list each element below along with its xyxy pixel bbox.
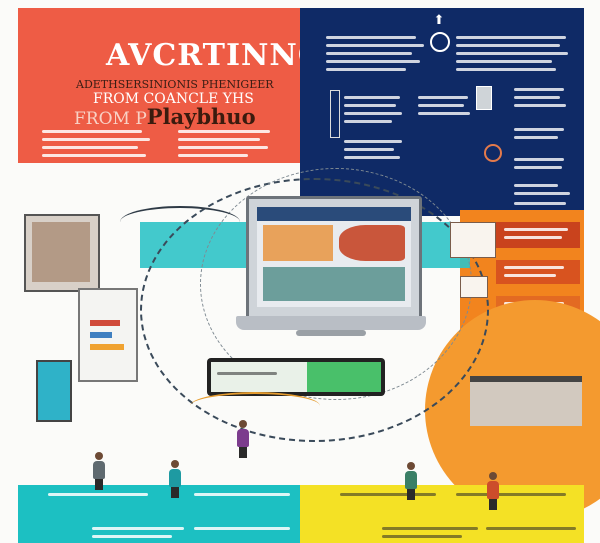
body-text-scribble xyxy=(326,44,424,47)
body-text-scribble xyxy=(514,202,566,205)
body-text-scribble xyxy=(514,128,564,131)
body-text-scribble xyxy=(344,140,402,143)
body-text-scribble xyxy=(514,136,558,139)
header-panel-orange: AVCRTINNG ADETHSERSINIONIS PHENIGEER FRO… xyxy=(18,8,323,163)
person-icon xyxy=(404,462,418,500)
ring-icon xyxy=(430,32,450,52)
person-icon xyxy=(236,420,250,458)
brand-word: Playbhuo xyxy=(146,104,256,129)
body-text-scribble xyxy=(418,112,470,115)
body-text-scribble xyxy=(456,60,552,63)
body-text-scribble xyxy=(504,236,562,239)
body-text-scribble xyxy=(514,88,564,91)
body-text-scribble xyxy=(514,184,558,187)
body-text-scribble xyxy=(42,138,150,141)
footer-panel-teal xyxy=(18,485,308,543)
body-text-scribble xyxy=(178,130,270,133)
body-text-scribble xyxy=(456,36,566,39)
monitor-screen xyxy=(257,207,411,307)
tablet-image xyxy=(307,362,381,392)
body-text-scribble xyxy=(456,493,566,496)
person-icon xyxy=(168,460,182,498)
body-text-scribble xyxy=(382,527,478,530)
body-text-scribble xyxy=(514,96,560,99)
body-text-scribble xyxy=(194,527,290,530)
screen-image xyxy=(263,225,333,261)
body-text-scribble xyxy=(504,228,568,231)
body-text-scribble xyxy=(418,96,468,99)
body-text-scribble xyxy=(486,527,576,530)
screen-bar xyxy=(257,207,411,221)
chart-board-illustration xyxy=(78,288,138,382)
body-text-scribble xyxy=(48,493,148,496)
body-text-scribble xyxy=(92,527,184,530)
doodle-arc xyxy=(190,392,320,420)
poster-subtitle-line2: FROM COANCLE YHS xyxy=(93,91,254,107)
brand-prefix: FROM P xyxy=(74,109,147,129)
billboard-icon xyxy=(24,214,100,292)
billboard-image xyxy=(32,222,90,282)
monitor-icon xyxy=(246,196,422,322)
body-text-scribble xyxy=(340,493,436,496)
footer-panel-yellow xyxy=(300,485,584,543)
body-text-scribble xyxy=(326,60,420,63)
storefront-illustration xyxy=(470,376,582,426)
body-text-scribble xyxy=(514,192,570,195)
body-text-scribble xyxy=(326,36,416,39)
body-text-scribble xyxy=(178,138,260,141)
body-text-scribble xyxy=(42,130,142,133)
board-bar xyxy=(90,320,120,326)
arrow-up-icon: ⬆ xyxy=(433,13,445,28)
body-text-scribble xyxy=(456,68,556,71)
body-text-scribble xyxy=(344,156,400,159)
body-text-scribble xyxy=(178,146,268,149)
body-text-scribble xyxy=(42,146,138,149)
laptop-base xyxy=(236,316,426,330)
board-bar xyxy=(90,332,112,338)
body-text-scribble xyxy=(42,154,146,157)
person-icon xyxy=(486,472,500,510)
board-bar xyxy=(90,344,124,350)
body-text-scribble xyxy=(504,274,556,277)
body-text-scribble xyxy=(344,148,394,151)
tablet-icon xyxy=(207,358,385,396)
body-text-scribble xyxy=(217,372,277,375)
body-text-scribble xyxy=(514,158,564,161)
body-text-scribble xyxy=(514,166,562,169)
kiosk-icon xyxy=(36,360,72,422)
body-text-scribble xyxy=(382,535,462,538)
body-text-scribble xyxy=(326,68,406,71)
body-text-scribble xyxy=(456,44,560,47)
body-text-scribble xyxy=(92,535,172,538)
doodle-arc xyxy=(120,206,240,238)
body-text-scribble xyxy=(418,104,464,107)
body-text-scribble xyxy=(344,112,402,115)
person-icon xyxy=(92,452,106,490)
brand-line: FROM PPlaybhuo xyxy=(74,104,256,129)
laptop-stand xyxy=(296,330,366,336)
body-text-scribble xyxy=(504,266,564,269)
circle-doodle xyxy=(484,144,502,162)
body-text-scribble xyxy=(344,120,392,123)
body-text-scribble xyxy=(194,493,290,496)
poster-title: AVCRTINNG xyxy=(106,38,325,73)
body-text-scribble xyxy=(178,154,248,157)
body-text-scribble xyxy=(456,52,568,55)
screen-image xyxy=(263,267,405,301)
device-card xyxy=(450,222,496,258)
body-text-scribble xyxy=(344,104,396,107)
body-text-scribble xyxy=(514,104,566,107)
poster-subtitle-line1: ADETHSERSINIONIS PHENIGEER xyxy=(76,78,274,91)
phone-doodle xyxy=(476,86,492,110)
screen-image xyxy=(339,225,405,261)
bottle-doodle xyxy=(330,90,340,138)
orange-label-card xyxy=(496,260,580,284)
tablet-screen xyxy=(211,362,381,392)
body-text-scribble xyxy=(344,96,400,99)
body-text-scribble xyxy=(326,52,412,55)
orange-label-card xyxy=(496,222,580,248)
device-card xyxy=(460,276,488,298)
